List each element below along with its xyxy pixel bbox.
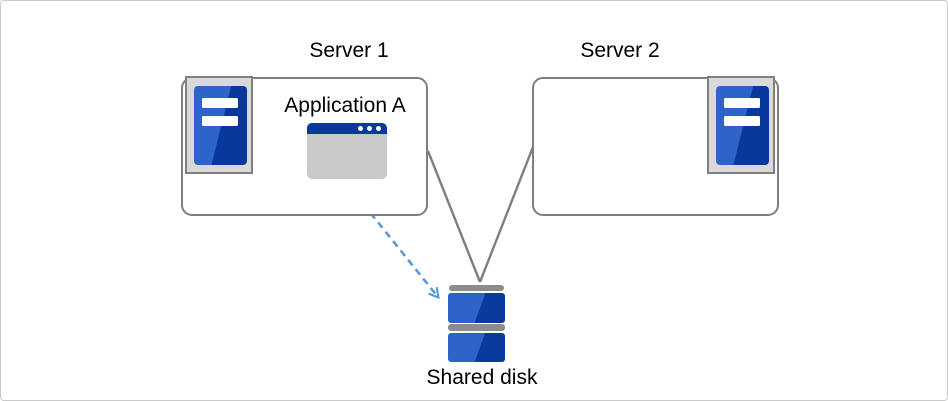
window-dot [367, 126, 372, 131]
application-window-icon [307, 123, 387, 179]
window-dot [358, 126, 363, 131]
server-slot [724, 116, 760, 126]
server-tower-icon [194, 86, 247, 165]
window-titlebar [307, 123, 387, 134]
disk-platter [448, 332, 505, 362]
server2-icon [707, 76, 775, 174]
server-slot [202, 116, 238, 126]
server2-label: Server 2 [580, 39, 660, 62]
server-slot [202, 98, 238, 108]
disk-platter [448, 292, 505, 323]
shared-disk-icon [449, 285, 504, 291]
server-tower-icon [716, 86, 769, 165]
connector-server1-disk [426, 150, 482, 283]
server1-icon [185, 76, 253, 174]
server1-label: Server 1 [309, 39, 389, 62]
connector-server2-disk [478, 146, 535, 283]
shared-disk-label: Shared disk [426, 366, 538, 389]
window-dot [376, 126, 381, 131]
server-slot [724, 98, 760, 108]
application-label: Application A [284, 94, 406, 117]
disk-bar [448, 324, 505, 331]
